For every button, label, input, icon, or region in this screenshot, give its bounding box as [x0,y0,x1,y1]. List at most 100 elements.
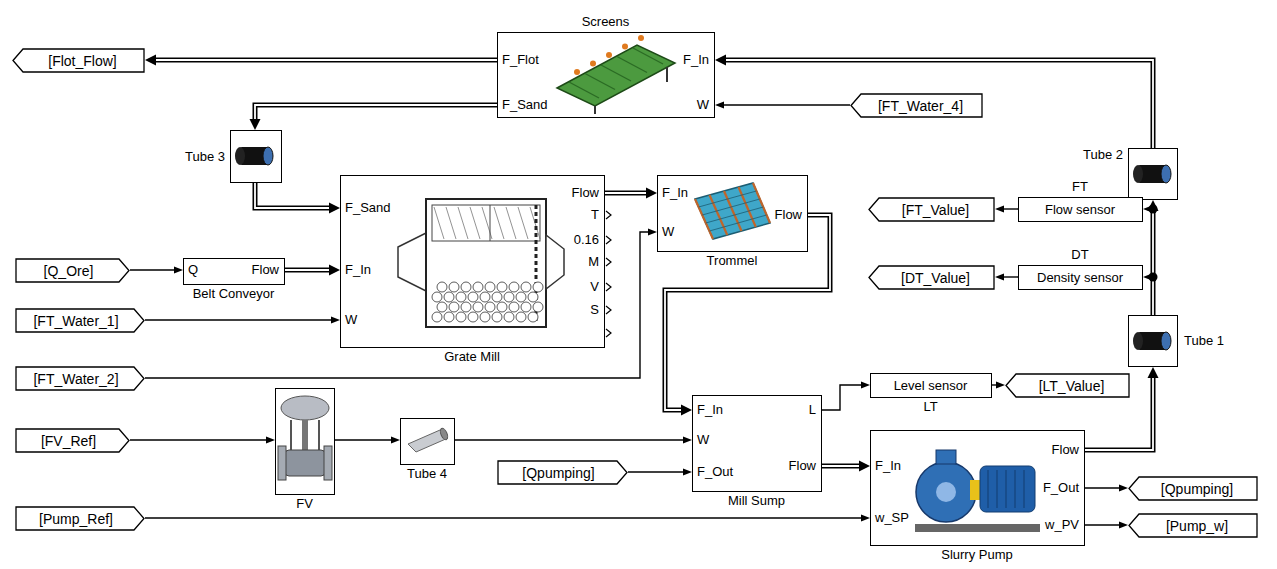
block-text: Level sensor [894,378,968,393]
flow-connector [822,461,870,472]
port-label: Q [188,262,198,277]
goto-tag: [Pump_w] [1128,513,1258,538]
flow-connector [255,183,340,214]
port-label: Flow [252,262,279,277]
signal-connector [130,267,183,274]
block-illustration [275,388,335,495]
goto-tag: [Flot_Flow] [12,48,145,73]
block-illustration [400,418,455,465]
block-title: Tube 3 [185,149,225,164]
port-label: V [590,279,599,294]
port-label: F_In [683,52,709,67]
port-label: F_In [697,402,723,417]
port-label: F_In [875,458,901,473]
port-label: F_Out [697,464,733,479]
output-port-markers [606,211,611,337]
signal-connector [1143,206,1153,316]
block-title: Tube 4 [407,466,447,481]
signal-connector [130,437,275,444]
from-tag: [FT_Water_2] [15,366,145,391]
simulink-block: QFlowBelt Conveyor [183,258,285,285]
goto-tag: [LT_Value] [1005,373,1130,398]
port-label: M [588,254,599,269]
flow-connector [285,265,340,276]
port-label: T [591,207,599,222]
port-label: w_PV [1045,517,1079,532]
simulink-block: FTFlow sensor [1018,197,1143,222]
tag-text: [Pump_w] [1166,518,1228,534]
tag-text: [Pump_Ref] [39,511,113,527]
signal-connector [715,102,850,109]
block-title: Screens [582,14,630,29]
signal-connector [1085,485,1128,492]
signal-connector [1085,522,1128,529]
flow-connector [605,188,657,199]
from-tag: [Pump_Ref] [15,506,145,531]
signal-connector [822,382,870,411]
block-title: Belt Conveyor [193,286,275,301]
port-label: F_In [345,262,371,277]
tag-text: [FT_Water_2] [33,371,118,387]
flow-connector [145,55,497,66]
block-title: Tube 2 [1083,147,1123,162]
signal-connector [992,382,1005,389]
flow-connector [1148,200,1159,315]
signal-connector [335,437,400,444]
tag-text: [FT_Water_1] [33,313,118,329]
flow-connector [250,105,498,130]
port-label: W [345,312,357,327]
simulink-block: Tube 3 [230,130,282,183]
block-title: FV [296,496,313,511]
simulink-block: F_SandF_InWFlowT0.16MVSGrate Mill [340,175,605,348]
goto-tag: [Qpumping] [1128,476,1258,501]
signal-connector [995,206,1018,213]
block-title: FT [1072,179,1088,194]
from-tag: [FT_Water_1] [15,308,145,333]
tag-text: [LT_Value] [1039,378,1105,394]
tag-text: [FT_Water_4] [878,98,963,114]
block-title: Grate Mill [444,349,500,364]
simulink-block: Tube 1 [1128,315,1178,367]
port-label: Flow [572,185,599,200]
from-tag: [FV_Ref] [15,428,130,453]
block-title: Slurry Pump [941,547,1013,562]
simulink-block: F_InWF_OutLFlowMill Sump [692,395,822,492]
simulink-block: FV [275,388,335,495]
signal-connector [145,515,870,522]
tag-text: [FT_Value] [902,202,969,218]
junction-dots [1149,205,1158,282]
port-label: S [590,302,599,317]
tag-text: [DT_Value] [901,270,970,286]
port-label: Flow [775,207,802,222]
tag-text: [Flot_Flow] [48,53,116,69]
block-title: DT [1071,247,1088,262]
goto-tag: [FT_Value] [868,197,995,222]
signal-connector [995,274,1018,281]
signal-connector [628,469,692,476]
port-label: Flow [789,458,816,473]
block-title: Tube 1 [1184,333,1224,348]
goto-tag: [DT_Value] [868,265,995,290]
tag-text: [Qpumping] [522,465,594,481]
simulink-block: Tube 4 [400,418,455,465]
block-text: Flow sensor [1045,202,1115,217]
from-tag: [Qpumping] [497,460,628,485]
port-label: w_SP [875,510,909,525]
simulink-block: F_InWFlowTrommel [657,175,808,252]
port-label: 0.16 [574,232,599,247]
port-label: Flow [1052,442,1079,457]
block-illustration [1128,315,1178,367]
port-label: W [697,432,709,447]
flow-connector [715,55,1153,149]
block-title: Trommel [707,253,758,268]
port-label: W [662,224,674,239]
port-label: W [697,97,709,112]
port-label: F_Sand [345,200,391,215]
tag-text: [Qpumping] [1161,481,1233,497]
simulink-block: ScreensF_FlotF_SandF_InW [497,32,715,118]
tag-text: [FV_Ref] [41,433,96,449]
signal-connector [455,437,692,444]
tag-text: [Q_Ore] [44,263,94,279]
simulink-block: Level sensorLT [870,373,992,398]
block-title: LT [923,399,937,414]
